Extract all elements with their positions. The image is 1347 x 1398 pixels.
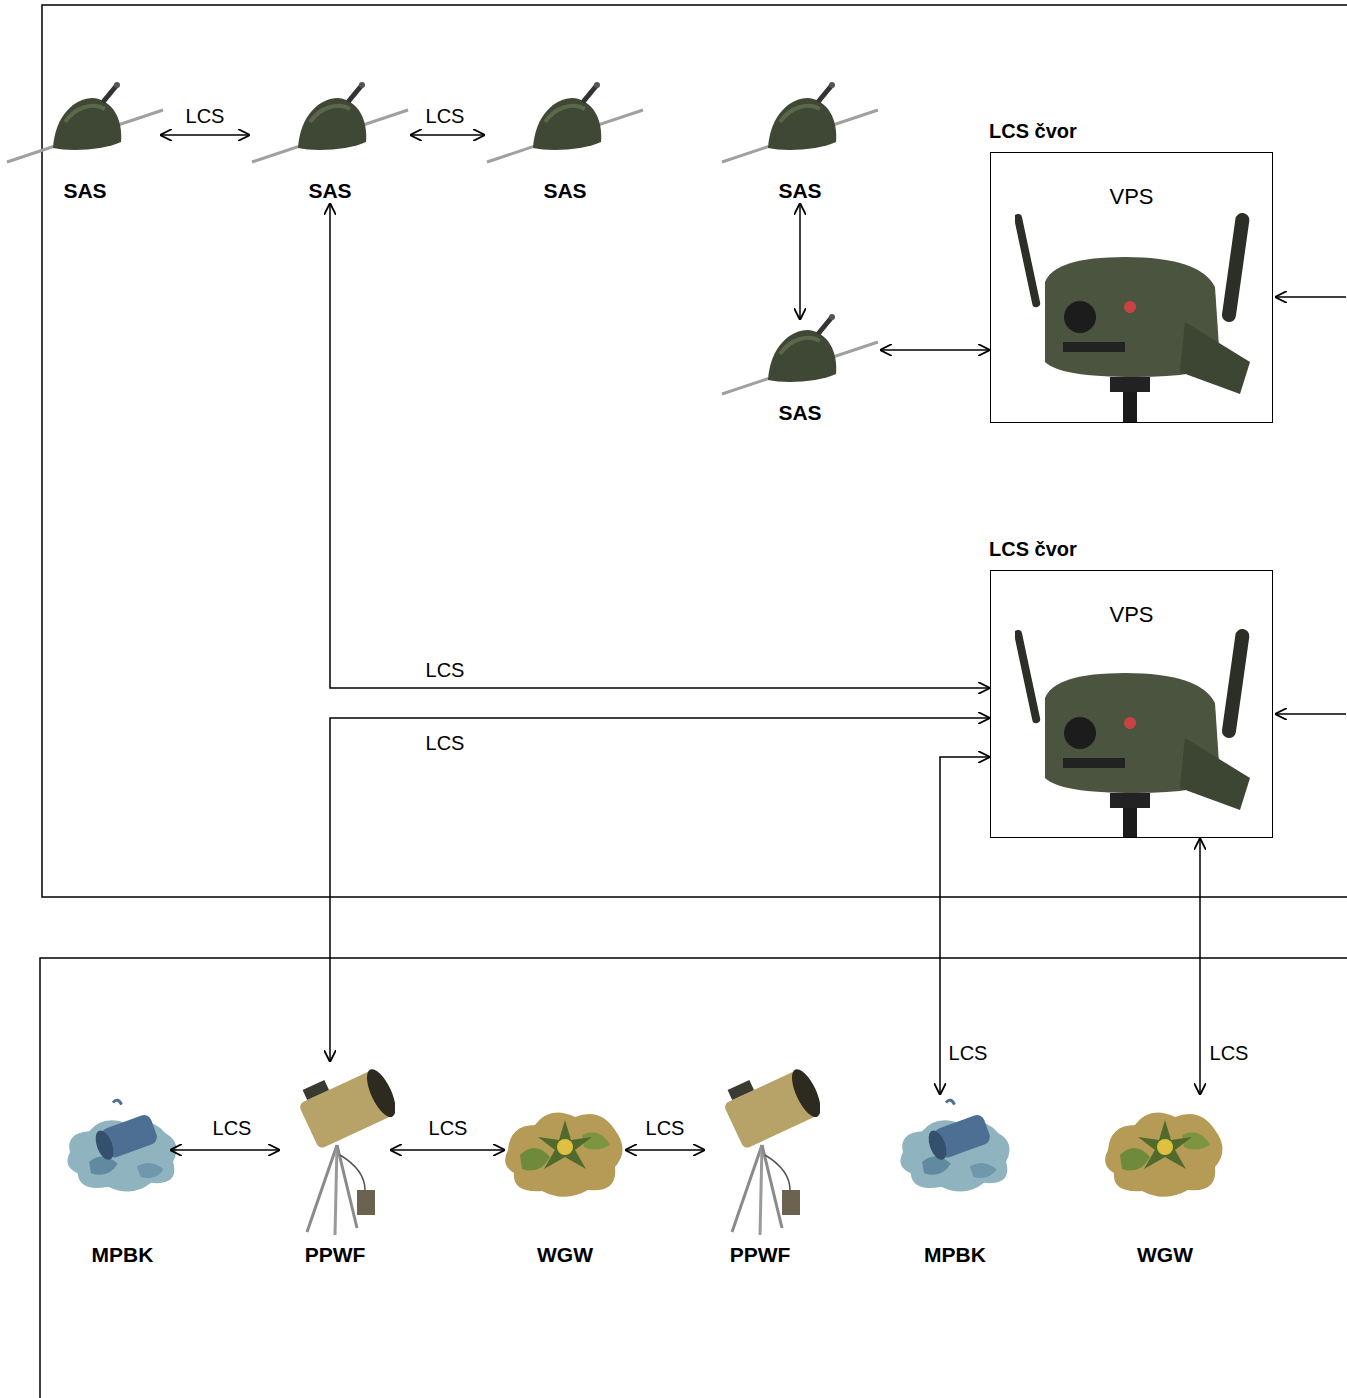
- device-label: SAS: [308, 179, 351, 203]
- upper-region: [42, 5, 1347, 897]
- link-label: LCS: [210, 1116, 255, 1140]
- link-connector: [1199, 838, 1201, 1095]
- link-connector: [330, 203, 990, 688]
- device-node: SAS: [720, 320, 880, 425]
- sensor-icon: [252, 82, 408, 162]
- link-label: LCS: [426, 1116, 471, 1140]
- link-connector: [160, 134, 250, 136]
- device-label: MPBK: [92, 1243, 154, 1267]
- link-label: LCS: [423, 731, 468, 755]
- vps-icon: [1013, 212, 1250, 422]
- device-node: MPBK: [75, 1095, 170, 1267]
- device-node: WGW: [505, 1095, 625, 1267]
- incoming-arrow: [1275, 296, 1346, 298]
- sensor-icon: [722, 314, 878, 394]
- device-node: PPWF: [280, 1062, 390, 1267]
- device-label: SAS: [778, 401, 821, 425]
- link-connector: [625, 1149, 705, 1151]
- device-label: WGW: [1137, 1243, 1193, 1267]
- link-label: LCS: [423, 658, 468, 682]
- ppwf-icon: [294, 1056, 402, 1235]
- device-label: SAS: [543, 179, 586, 203]
- device-node: MPBK: [895, 1095, 1015, 1267]
- lower-region: [40, 958, 1347, 1398]
- link-connector: [799, 203, 801, 320]
- device-node: SAS: [720, 85, 880, 203]
- vps-icon: [1013, 628, 1250, 838]
- device-label: SAS: [63, 179, 106, 203]
- device-node: SAS: [250, 85, 410, 203]
- link-connector: [880, 349, 990, 351]
- device-label: MPBK: [924, 1243, 986, 1267]
- link-label: LCS: [423, 104, 468, 128]
- device-node: WGW: [1105, 1095, 1225, 1267]
- link-label: LCS: [643, 1116, 688, 1140]
- node-label: VPS: [1109, 185, 1153, 209]
- device-node: PPWF: [705, 1062, 815, 1267]
- link-connector: [410, 134, 485, 136]
- device-node: SAS: [10, 85, 160, 203]
- link-label: LCS: [1207, 1041, 1252, 1065]
- sensor-icon: [722, 82, 878, 162]
- sensor-icon: [7, 82, 163, 162]
- link-connector: [940, 757, 990, 1095]
- mpbk-icon: [67, 1100, 176, 1191]
- mpbk-icon: [900, 1100, 1009, 1191]
- device-label: PPWF: [305, 1243, 366, 1267]
- wgw-icon: [1105, 1113, 1222, 1197]
- device-label: PPWF: [730, 1243, 791, 1267]
- link-connector: [390, 1149, 505, 1151]
- incoming-arrow: [1275, 713, 1346, 715]
- device-label: WGW: [537, 1243, 593, 1267]
- link-connector: [330, 718, 990, 1062]
- device-node: SAS: [485, 85, 645, 203]
- wgw-icon: [505, 1113, 622, 1197]
- station-box: LCS čvorVPS: [990, 152, 1273, 423]
- node-label: VPS: [1109, 603, 1153, 627]
- ppwf-icon: [719, 1056, 827, 1235]
- device-label: SAS: [778, 179, 821, 203]
- link-label: LCS: [183, 104, 228, 128]
- station-box: LCS čvorVPS: [990, 570, 1273, 838]
- link-connector: [170, 1149, 280, 1151]
- link-label: LCS: [946, 1041, 991, 1065]
- sensor-icon: [487, 82, 643, 162]
